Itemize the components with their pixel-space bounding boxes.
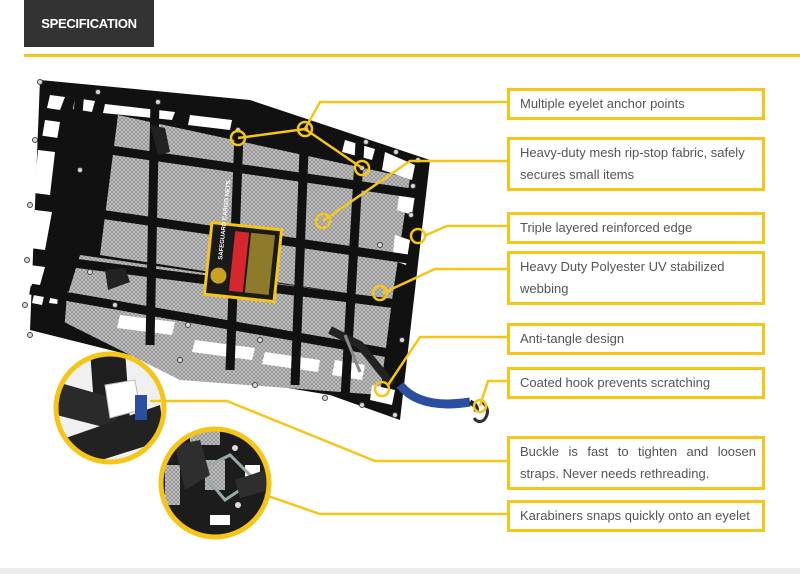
header-divider	[24, 54, 800, 57]
callout-text: Buckle is fast to tighten and loosen str…	[520, 444, 756, 481]
callout-karabiners: Karabiners snaps quickly onto an eyelet	[507, 500, 765, 532]
callout-mesh-fabric: Heavy-duty mesh rip-stop fabric, safely …	[507, 137, 765, 191]
callout-markers	[229, 120, 488, 414]
callout-text: Heavy-duty mesh rip-stop fabric, safely …	[520, 145, 745, 182]
callout-buckle: Buckle is fast to tighten and loosen str…	[507, 436, 765, 490]
callout-polyester-webbing: Heavy Duty Polyester UV stabilized webbi…	[507, 251, 765, 305]
callout-anti-tangle: Anti-tangle design	[507, 323, 765, 355]
footer-bar	[0, 568, 800, 574]
callout-eyelet-anchor-points: Multiple eyelet anchor points	[507, 88, 765, 120]
buckle-closeup	[53, 351, 167, 465]
callout-reinforced-edge: Triple layered reinforced edge	[507, 212, 765, 244]
specification-tab[interactable]: SPECIFICATION	[24, 0, 154, 47]
callout-coated-hook: Coated hook prevents scratching	[507, 367, 765, 399]
callout-text: Coated hook prevents scratching	[520, 375, 711, 390]
callout-text: Heavy Duty Polyester UV stabilized webbi…	[520, 259, 725, 296]
product-label: SAFEGUARD CARGO NETS	[202, 180, 284, 304]
callout-text: Karabiners snaps quickly onto an eyelet	[520, 508, 750, 523]
blue-strap	[328, 326, 489, 424]
karabiner-closeup	[158, 426, 272, 540]
specification-title: SPECIFICATION	[41, 16, 137, 31]
leader-lines	[150, 100, 507, 516]
callout-text: Anti-tangle design	[520, 331, 625, 346]
callout-text: Triple layered reinforced edge	[520, 220, 693, 235]
callout-text: Multiple eyelet anchor points	[520, 96, 685, 111]
